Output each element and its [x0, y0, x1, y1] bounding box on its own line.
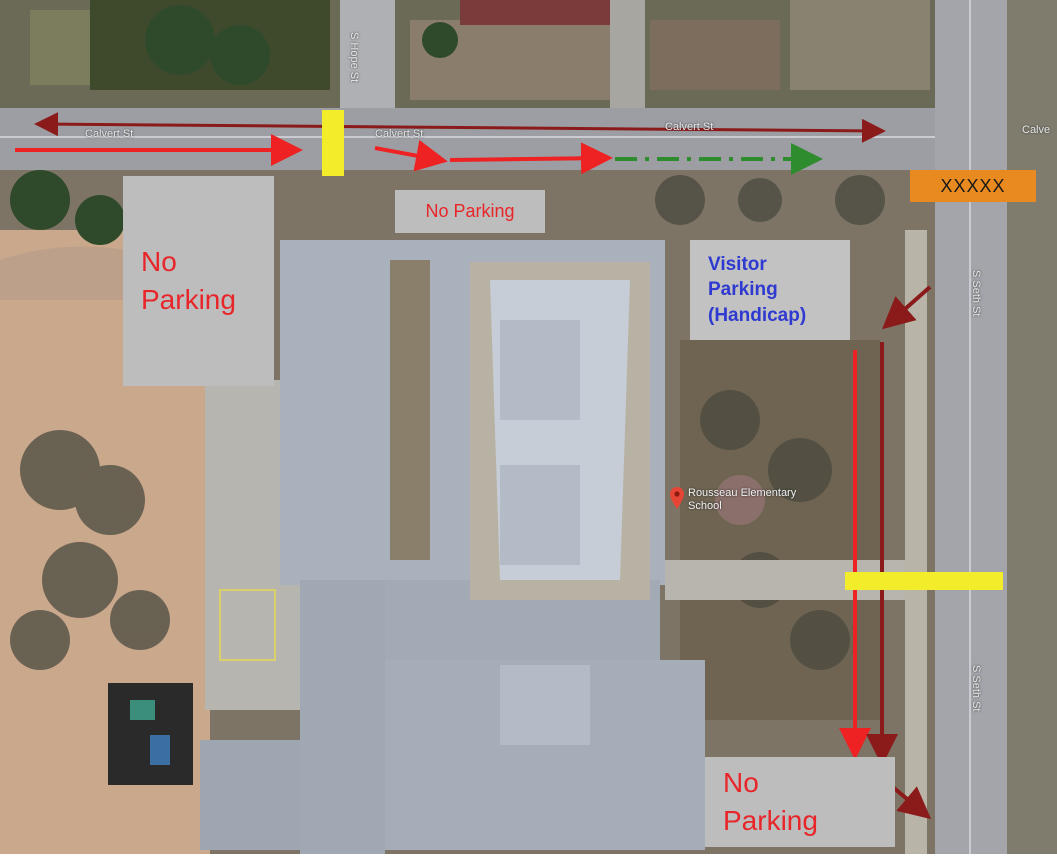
- red-arrow-2: [374, 139, 448, 172]
- street-label-calvert-2: Calvert St: [375, 128, 424, 140]
- no-parking-text-top: No Parking: [425, 201, 515, 221]
- two-way-arrow: [34, 112, 886, 143]
- closed-marker-text: XXXXX: [940, 175, 1006, 196]
- school-poi[interactable]: Rousseau Elementary School: [670, 487, 808, 512]
- street-label-seth-2: S Seth St: [970, 665, 982, 712]
- crosswalk-marker-top: [322, 110, 344, 176]
- street-label-hope: S Hope St: [348, 32, 360, 83]
- dark-arrow-turn-in: [881, 285, 932, 330]
- red-arrow-3: [449, 142, 613, 175]
- visitor-parking-label: Visitor Parking (Handicap): [690, 240, 850, 340]
- no-parking-text-bottom: No Parking: [723, 767, 818, 836]
- map-pin-icon: [670, 487, 684, 509]
- no-parking-label-top: No Parking: [395, 190, 545, 233]
- street-label-calvert-1: Calvert St: [85, 128, 134, 140]
- closed-marker: XXXXX: [910, 170, 1036, 202]
- street-label-calvert-4: Calve: [1022, 124, 1051, 136]
- poi-label: Rousseau Elementary School: [688, 487, 797, 512]
- street-label-seth-1: S Seth St: [970, 270, 982, 317]
- no-parking-label-left: No Parking: [123, 176, 274, 386]
- no-parking-label-bottom: No Parking: [705, 757, 895, 847]
- visitor-parking-text: Visitor Parking (Handicap): [708, 254, 807, 326]
- street-label-calvert-3: Calvert St: [665, 121, 714, 133]
- crosswalk-marker-right: [845, 572, 1003, 590]
- no-parking-text-left: No Parking: [141, 246, 236, 315]
